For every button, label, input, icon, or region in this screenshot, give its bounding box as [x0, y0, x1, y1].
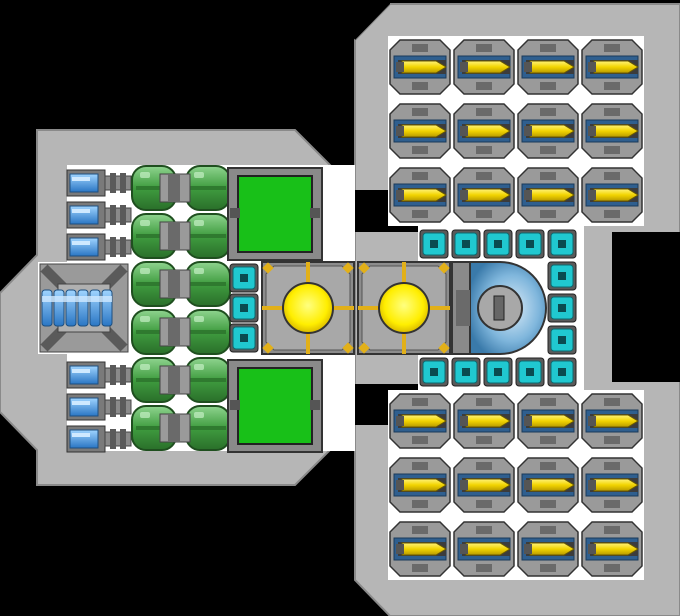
missile-pod-icon [517, 39, 579, 95]
gap-left-top [0, 0, 390, 40]
missile-pod-icon [581, 103, 643, 159]
power-cell-icon [515, 357, 545, 387]
power-cell-icon [547, 357, 577, 387]
cockpit-dome-icon [451, 261, 547, 355]
hull-right-edge [585, 232, 612, 382]
fuel-tank-icon [185, 309, 231, 355]
green-panel-icon [227, 167, 323, 261]
missile-pod-group [389, 39, 643, 577]
thruster-icon [66, 393, 132, 421]
pipe-connector [159, 221, 191, 251]
missile-pod-icon [581, 39, 643, 95]
thruster-icon [66, 169, 132, 197]
pipe-connector [159, 317, 191, 347]
hull-notch [612, 232, 680, 382]
missile-pod-icon [389, 39, 451, 95]
missile-pod-icon [453, 167, 515, 223]
pipe-connector [159, 365, 191, 395]
pipe-connector [159, 269, 191, 299]
power-cell-icon [229, 263, 259, 293]
reactor-icon [261, 261, 355, 355]
fuel-tank-icon [185, 357, 231, 403]
missile-pod-icon [389, 457, 451, 513]
missile-pod-icon [453, 39, 515, 95]
missile-pod-icon [581, 521, 643, 577]
power-cell-icon [451, 229, 481, 259]
missile-pod-icon [517, 521, 579, 577]
missile-pod-icon [517, 457, 579, 513]
fuel-tank-icon [185, 213, 231, 259]
pipe-connector [159, 413, 191, 443]
fuel-tank-icon [185, 405, 231, 451]
power-cell-icon [483, 357, 513, 387]
pipe-connector [159, 173, 191, 203]
thruster-icon [66, 201, 132, 229]
missile-pod-icon [581, 457, 643, 513]
engine-icon [39, 263, 129, 353]
missile-pod-icon [517, 167, 579, 223]
power-cell-icon [547, 229, 577, 259]
power-cell-icon [515, 229, 545, 259]
missile-pod-icon [389, 393, 451, 449]
power-cell-icon [547, 261, 577, 291]
green-panel-group [227, 167, 323, 453]
missile-pod-icon [581, 167, 643, 223]
thruster-icon [66, 233, 132, 261]
fuel-tank-icon [185, 261, 231, 307]
engine-group [39, 263, 129, 353]
power-cell-icon [419, 357, 449, 387]
power-cell-icon [229, 293, 259, 323]
power-cell-icon [419, 229, 449, 259]
thruster-group [66, 169, 132, 453]
missile-pod-icon [517, 393, 579, 449]
cockpit-group [451, 261, 547, 355]
fuel-tank-group [131, 165, 231, 451]
fuel-tank-icon [185, 165, 231, 211]
power-cell-icon [229, 323, 259, 353]
gap-lower [355, 384, 420, 425]
thruster-icon [66, 425, 132, 453]
missile-pod-icon [453, 103, 515, 159]
missile-pod-icon [581, 393, 643, 449]
missile-pod-icon [453, 457, 515, 513]
power-cell-icon [547, 293, 577, 323]
missile-pod-icon [389, 521, 451, 577]
power-cell-icon [483, 229, 513, 259]
thruster-icon [66, 361, 132, 389]
missile-pod-icon [453, 521, 515, 577]
reactor-group [261, 261, 451, 355]
missile-pod-icon [517, 103, 579, 159]
missile-pod-icon [389, 167, 451, 223]
power-cell-icon [547, 325, 577, 355]
reactor-icon [357, 261, 451, 355]
gap-upper [355, 190, 420, 232]
power-cell-group [229, 229, 577, 387]
missile-pod-icon [453, 393, 515, 449]
green-panel-icon [227, 359, 323, 453]
power-cell-icon [451, 357, 481, 387]
missile-pod-icon [389, 103, 451, 159]
